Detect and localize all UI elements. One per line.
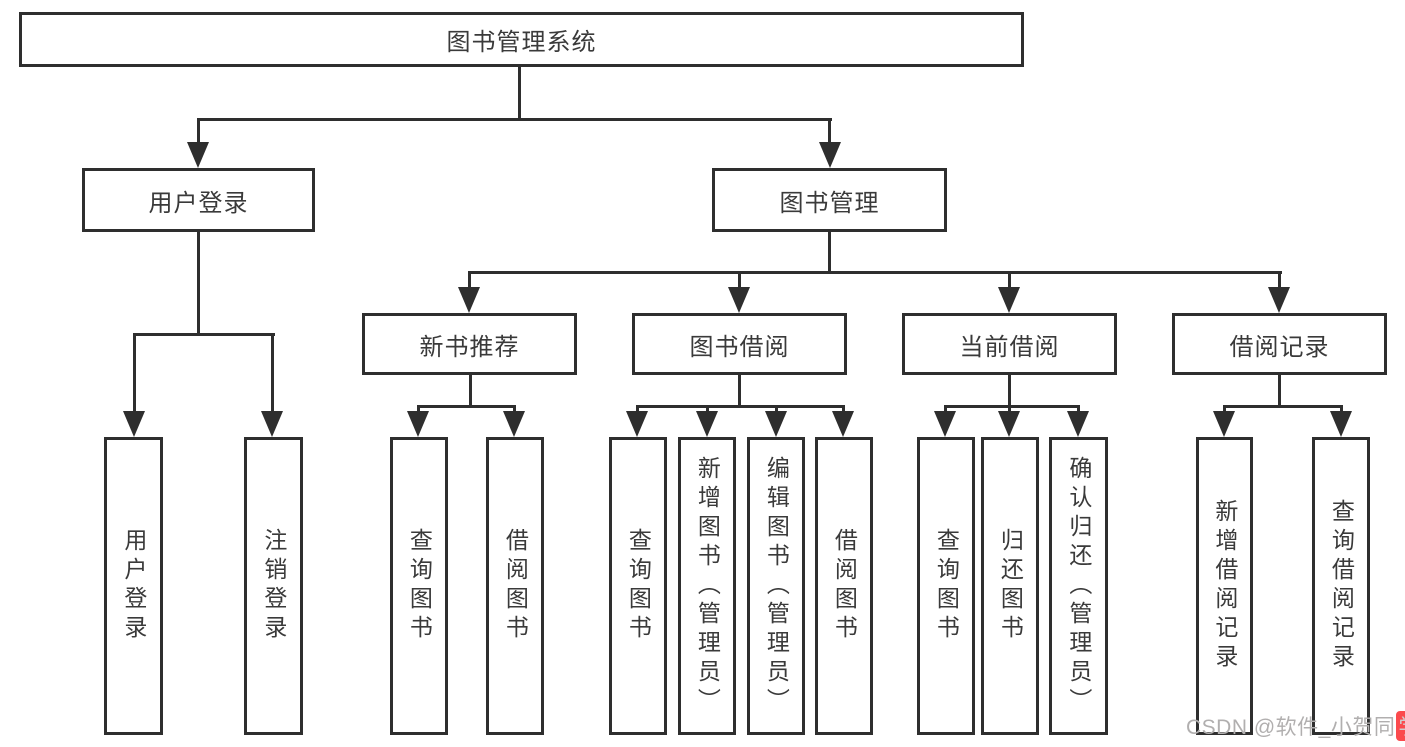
leaf-br-query-record: 查询借阅记录: [1312, 437, 1370, 735]
leaf-logout: 注销登录: [244, 437, 303, 735]
node-new-book-recommend: 新书推荐: [362, 313, 577, 375]
connector-line: [828, 232, 831, 274]
arrow-down-icon: [626, 411, 648, 437]
leaf-bb-borrow-book: 借阅图书: [815, 437, 873, 735]
connector-line: [271, 333, 274, 411]
node-user-login: 用户登录: [82, 168, 315, 232]
arrow-down-icon: [728, 287, 750, 313]
node-book-borrow: 图书借阅: [632, 313, 847, 375]
leaf-user-login: 用户登录: [104, 437, 163, 735]
connector-line: [468, 271, 1282, 274]
arrow-down-icon: [407, 411, 429, 437]
arrow-down-icon: [832, 411, 854, 437]
leaf-cb-return-book: 归还图书: [981, 437, 1039, 735]
connector-line: [513, 405, 516, 411]
leaf-br-add-record: 新增借阅记录: [1196, 437, 1253, 735]
arrow-down-icon: [819, 142, 841, 168]
connector-line: [775, 405, 778, 411]
arrow-down-icon: [998, 287, 1020, 313]
connector-line: [1223, 405, 1226, 411]
connector-line: [842, 405, 845, 411]
connector-line: [469, 375, 472, 408]
arrow-down-icon: [696, 411, 718, 437]
leaf-cb-query-book: 查询图书: [917, 437, 975, 735]
arrow-down-icon: [1330, 411, 1352, 437]
node-borrow-records: 借阅记录: [1172, 313, 1387, 375]
connector-line: [828, 118, 831, 142]
node-current-borrow: 当前借阅: [902, 313, 1117, 375]
leaf-nbr-query-book: 查询图书: [390, 437, 448, 735]
connector-line: [468, 271, 471, 287]
connector-line: [133, 333, 275, 336]
leaf-nbr-borrow-book: 借阅图书: [486, 437, 544, 735]
connector-line: [197, 118, 832, 121]
connector-line: [197, 118, 200, 142]
connector-line: [1340, 405, 1343, 411]
leaf-cb-confirm-return-admin: 确认归还（管理员）: [1049, 437, 1108, 735]
node-root: 图书管理系统: [19, 12, 1024, 67]
connector-line: [1278, 271, 1281, 287]
node-book-management: 图书管理: [712, 168, 947, 232]
watermark-badge: 学: [1396, 711, 1405, 741]
connector-line: [1008, 405, 1011, 411]
connector-line: [636, 405, 845, 408]
arrow-down-icon: [1067, 411, 1089, 437]
arrow-down-icon: [458, 287, 480, 313]
arrow-down-icon: [765, 411, 787, 437]
connector-line: [1223, 405, 1343, 408]
arrow-down-icon: [1268, 287, 1290, 313]
connector-line: [706, 405, 709, 411]
connector-line: [1278, 375, 1281, 408]
connector-line: [1008, 271, 1011, 287]
arrow-down-icon: [261, 411, 283, 437]
connector-line: [944, 405, 947, 411]
arrow-down-icon: [187, 142, 209, 168]
connector-line: [133, 333, 136, 411]
arrow-down-icon: [503, 411, 525, 437]
watermark-text: CSDN @软件_小贺同: [1186, 716, 1396, 739]
connector-line: [518, 67, 521, 120]
connector-line: [944, 405, 1080, 408]
leaf-bb-edit-book-admin: 编辑图书（管理员）: [747, 437, 805, 735]
leaf-bb-add-book-admin: 新增图书（管理员）: [678, 437, 736, 735]
connector-line: [417, 405, 420, 411]
csdn-watermark: CSDN @软件_小贺同学: [1186, 711, 1405, 741]
connector-line: [738, 375, 741, 408]
connector-line: [738, 271, 741, 287]
connector-line: [636, 405, 639, 411]
leaf-bb-query-book: 查询图书: [609, 437, 667, 735]
arrow-down-icon: [998, 411, 1020, 437]
arrow-down-icon: [934, 411, 956, 437]
connector-line: [1077, 405, 1080, 411]
connector-line: [1008, 375, 1011, 408]
connector-line: [417, 405, 516, 408]
arrow-down-icon: [1213, 411, 1235, 437]
arrow-down-icon: [123, 411, 145, 437]
connector-line: [197, 232, 200, 334]
